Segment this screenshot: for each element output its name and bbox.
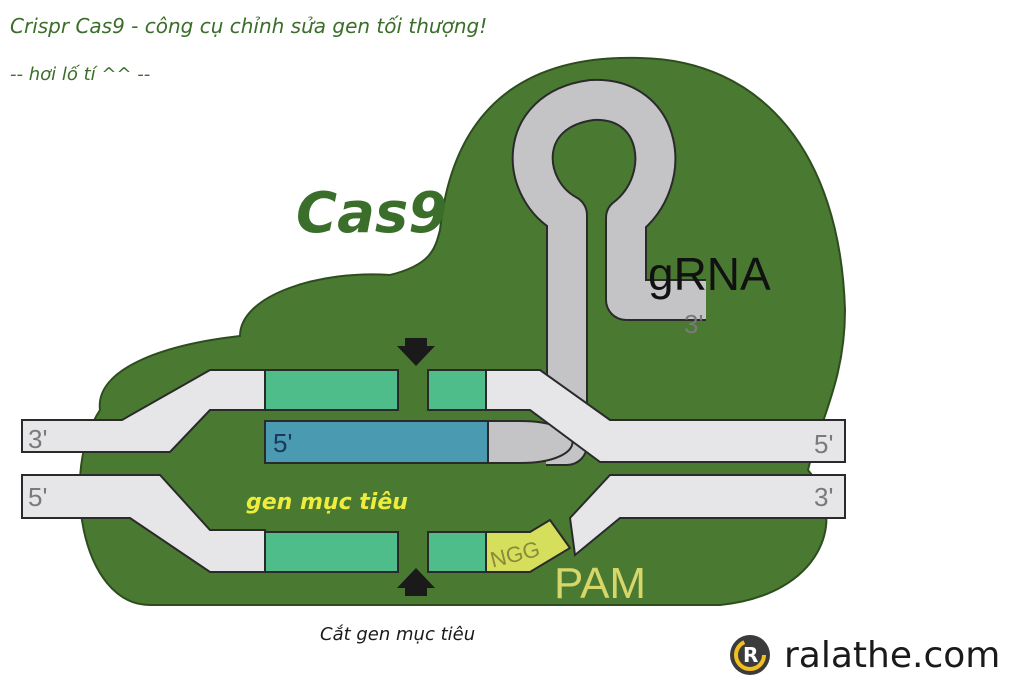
- target-block-bottom-left: [264, 531, 399, 573]
- grna-label: gRNA: [648, 248, 771, 300]
- diagram-caption: Cắt gen mục tiêu: [320, 624, 476, 645]
- grna-start-label: 5': [273, 428, 292, 458]
- strand-bottom-left-label: 5': [28, 482, 47, 512]
- page-subtitle: -- hơi lố tí ^^ --: [10, 64, 151, 85]
- dna-top-strand-right: [485, 369, 846, 463]
- cas9-label: Cas9: [296, 181, 447, 246]
- grna-hairpin: [511, 78, 706, 466]
- brand-footer[interactable]: R ralathe.com: [728, 632, 1000, 678]
- pam-label: PAM: [554, 559, 646, 608]
- grna-guide-sequence: [264, 420, 489, 464]
- target-block-bottom-right: [427, 531, 487, 573]
- grna-base-shape: [487, 420, 574, 464]
- target-block-top-right: [427, 369, 487, 411]
- brand-name: ralathe.com: [784, 634, 1001, 676]
- r-circle-logo-icon: R: [730, 635, 770, 675]
- cut-arrow-top-icon: [397, 338, 435, 366]
- strand-bottom-right-label: 3': [814, 482, 833, 512]
- grna-end-label: 3': [684, 309, 703, 339]
- dna-bottom-strand-right: [568, 474, 846, 557]
- svg-text:R: R: [743, 643, 758, 667]
- target-dna-blocks: [264, 369, 487, 573]
- strand-top-right-label: 5': [814, 429, 833, 459]
- dna-strands: [21, 369, 846, 573]
- target-gene-label: gen mục tiêu: [246, 490, 408, 515]
- target-block-top-left: [264, 369, 399, 411]
- page-title: Crispr Cas9 - công cụ chỉnh sửa gen tối …: [10, 14, 488, 38]
- pam-shape: [485, 518, 572, 573]
- strand-top-left-label: 3': [28, 424, 47, 454]
- cut-arrow-bottom-icon: [397, 568, 435, 596]
